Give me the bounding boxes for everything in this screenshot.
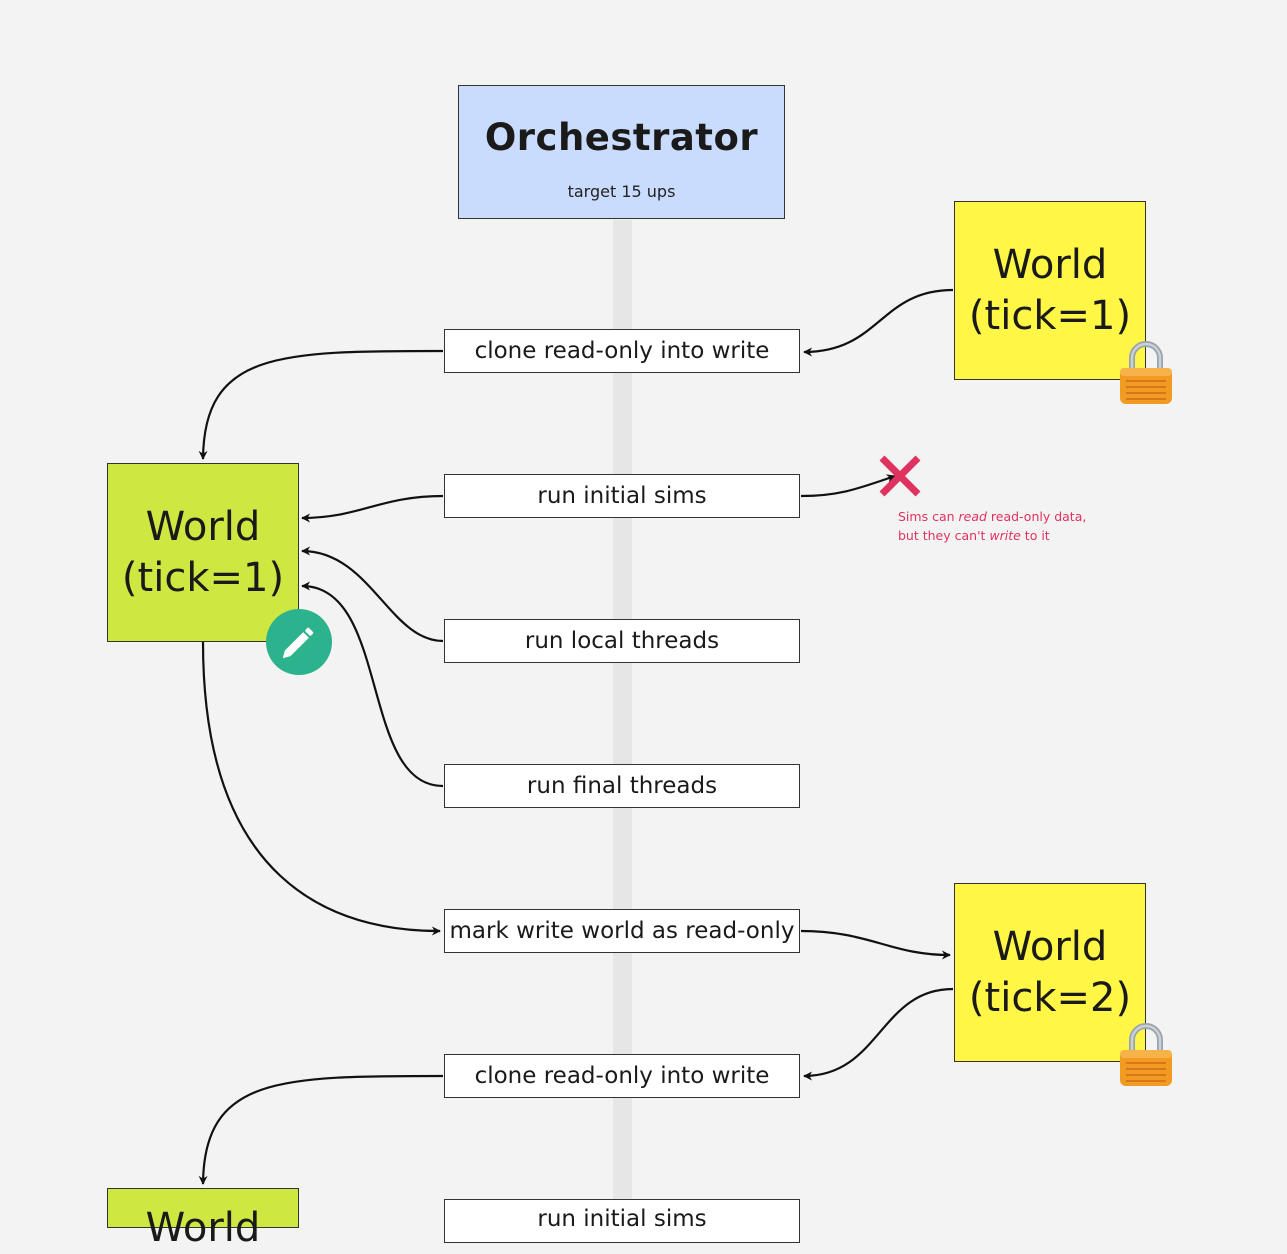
step-clone-read-only[interactable]: clone read-only into write: [444, 329, 800, 373]
lock-icon: [1120, 1023, 1172, 1086]
world-readonly-tick1[interactable]: World (tick=1): [954, 201, 1146, 380]
lock-icon: [1120, 341, 1172, 404]
note-text: but they can't: [898, 528, 990, 543]
world-label: World: [145, 1205, 261, 1251]
orchestrator-box[interactable]: Orchestrator target 15 ups: [458, 85, 785, 219]
world-readonly-tick2[interactable]: World (tick=2): [954, 883, 1146, 1062]
pencil-icon: [266, 609, 332, 675]
orchestrator-subtitle: target 15 ups: [567, 182, 676, 201]
note-text: Sims can: [898, 509, 959, 524]
edge-initial-sims-to-world: [301, 494, 444, 523]
note-emphasis-read: read: [958, 509, 987, 524]
edge-initial-sims-to-x: [800, 474, 896, 498]
step-run-initial-sims-2[interactable]: run initial sims: [444, 1199, 800, 1243]
edge-clone2-to-next-world: [198, 1074, 444, 1185]
x-icon: [879, 455, 921, 497]
edge-world1-to-clone: [803, 288, 954, 357]
connectors: [198, 288, 954, 1185]
world-write-next[interactable]: World: [107, 1188, 299, 1251]
world-tick: (tick=2): [968, 974, 1132, 1021]
step-mark-read-only[interactable]: mark write world as read-only: [444, 909, 800, 953]
edge-clone-to-write-world: [198, 349, 444, 460]
edge-local-threads-to-world: [301, 546, 444, 643]
world-write-tick1[interactable]: World (tick=1): [107, 463, 299, 642]
world-tick: (tick=1): [121, 554, 285, 601]
orchestrator-title: Orchestrator: [484, 116, 759, 159]
step-run-local-threads[interactable]: run local threads: [444, 619, 800, 663]
note-emphasis-write: write: [989, 528, 1021, 543]
world-tick: (tick=1): [968, 292, 1132, 339]
sims-note: Sims can read read-only data, but they c…: [898, 507, 1138, 545]
edge-final-threads-to-world: [301, 581, 444, 788]
world-label: World: [992, 923, 1108, 970]
edge-world2-to-clone: [803, 987, 954, 1081]
note-text: read-only data,: [986, 509, 1087, 524]
step-run-initial-sims[interactable]: run initial sims: [444, 474, 800, 518]
step-clone-read-only-2[interactable]: clone read-only into write: [444, 1054, 800, 1098]
world-label: World: [145, 503, 261, 550]
edge-mark-to-world2: [800, 929, 951, 960]
note-text: to it: [1020, 528, 1050, 543]
orchestrator-lifeline: [613, 220, 632, 1213]
step-run-final-threads[interactable]: run final threads: [444, 764, 800, 808]
world-label: World: [992, 241, 1108, 288]
edge-world-to-mark: [201, 641, 441, 936]
